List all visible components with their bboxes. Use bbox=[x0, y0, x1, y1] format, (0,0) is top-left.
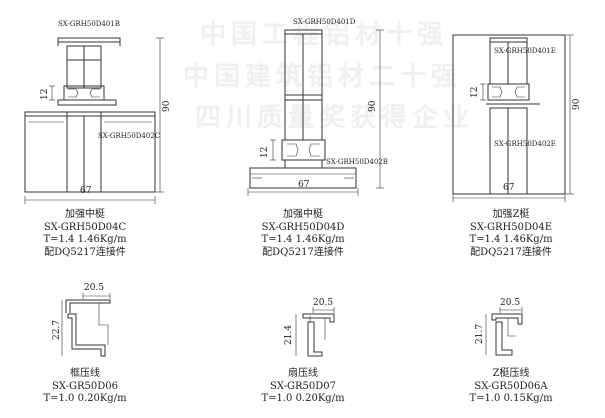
profile-2-caption: 加强中梃 SX-GRH50D04D T=1.4 1.46Kg/m 配DQ5217… bbox=[258, 209, 348, 259]
profile-3-code: SX-GRH50D04E bbox=[470, 221, 552, 233]
profile-1-spec: T=1.4 1.46Kg/m bbox=[43, 234, 127, 245]
profile-4-caption: 框压线 SX-GR50D06 T=1.0 0.20Kg/m bbox=[40, 368, 130, 406]
profile-2-part-label-bottom: SX-GRH50D402B bbox=[326, 158, 388, 166]
profile-1-dim-width: 67 bbox=[80, 186, 92, 196]
profile-3-part-label-top: SX-GRH50D401E bbox=[494, 47, 556, 55]
profile-2-dim-width: 67 bbox=[298, 180, 310, 190]
profile-1-connector: 配DQ5217连接件 bbox=[44, 246, 126, 258]
profile-3-part-label-bottom: SX-GRH50D402E bbox=[494, 140, 556, 148]
profile-1-code: SX-GRH50D04C bbox=[43, 221, 127, 233]
profile-6-name: Z梃压线 bbox=[492, 368, 530, 379]
profile-2-part-label-top: SX-GRH50D401D bbox=[293, 18, 356, 26]
profile-5-name: 扇压线 bbox=[288, 368, 318, 379]
profile-3-dim-width: 67 bbox=[503, 183, 515, 193]
profile-3-caption: 加强Z梃 SX-GRH50D04E T=1.4 1.46Kg/m 配DQ5217… bbox=[466, 209, 556, 259]
profile-3-spec: T=1.4 1.46Kg/m bbox=[469, 234, 553, 245]
profile-2-code: SX-GRH50D04D bbox=[261, 221, 345, 233]
profile-6-dim-height: 21.7 bbox=[475, 323, 485, 344]
watermark-line-3: 四川质量奖获得企业 bbox=[195, 103, 475, 133]
profile-3-connector: 配DQ5217连接件 bbox=[470, 246, 552, 258]
profile-2-connector: 配DQ5217连接件 bbox=[262, 246, 344, 258]
profile-6-caption: Z梃压线 SX-GR50D06A T=1.0 0.15Kg/m bbox=[466, 368, 556, 406]
profile-6-dim-width: 20.5 bbox=[500, 298, 521, 308]
profile-5-code: SX-GR50D07 bbox=[270, 380, 336, 392]
profile-4-spec: T=1.0 0.20Kg/m bbox=[43, 393, 127, 404]
profile-4-code: SX-GR50D06 bbox=[52, 380, 118, 392]
watermark-line-2: 中国建筑铝材二十强 bbox=[183, 62, 463, 92]
profile-1-part-label-top: SX-GRH50D401B bbox=[58, 20, 120, 28]
profile-4-dim-width: 20.5 bbox=[84, 283, 105, 293]
profile-6-spec: T=1.0 0.15Kg/m bbox=[469, 393, 553, 404]
profile-5-spec: T=1.0 0.20Kg/m bbox=[261, 393, 345, 404]
profile-4-name: 框压线 bbox=[70, 368, 100, 379]
profile-6-code: SX-GR50D06A bbox=[474, 380, 548, 392]
profile-1-part-label-bottom: SX-GRH50D402C bbox=[98, 132, 161, 140]
profile-5-caption: 扇压线 SX-GR50D07 T=1.0 0.20Kg/m bbox=[258, 368, 348, 406]
profile-5-dim-width: 20.5 bbox=[313, 298, 334, 308]
profile-3-name: 加强Z梃 bbox=[492, 209, 530, 220]
profile-2-name: 加强中梃 bbox=[283, 209, 323, 220]
profile-1-name: 加强中梃 bbox=[65, 209, 105, 220]
profile-1-caption: 加强中梃 SX-GRH50D04C T=1.4 1.46Kg/m 配DQ5217… bbox=[40, 209, 130, 259]
profile-2-spec: T=1.4 1.46Kg/m bbox=[261, 234, 345, 245]
